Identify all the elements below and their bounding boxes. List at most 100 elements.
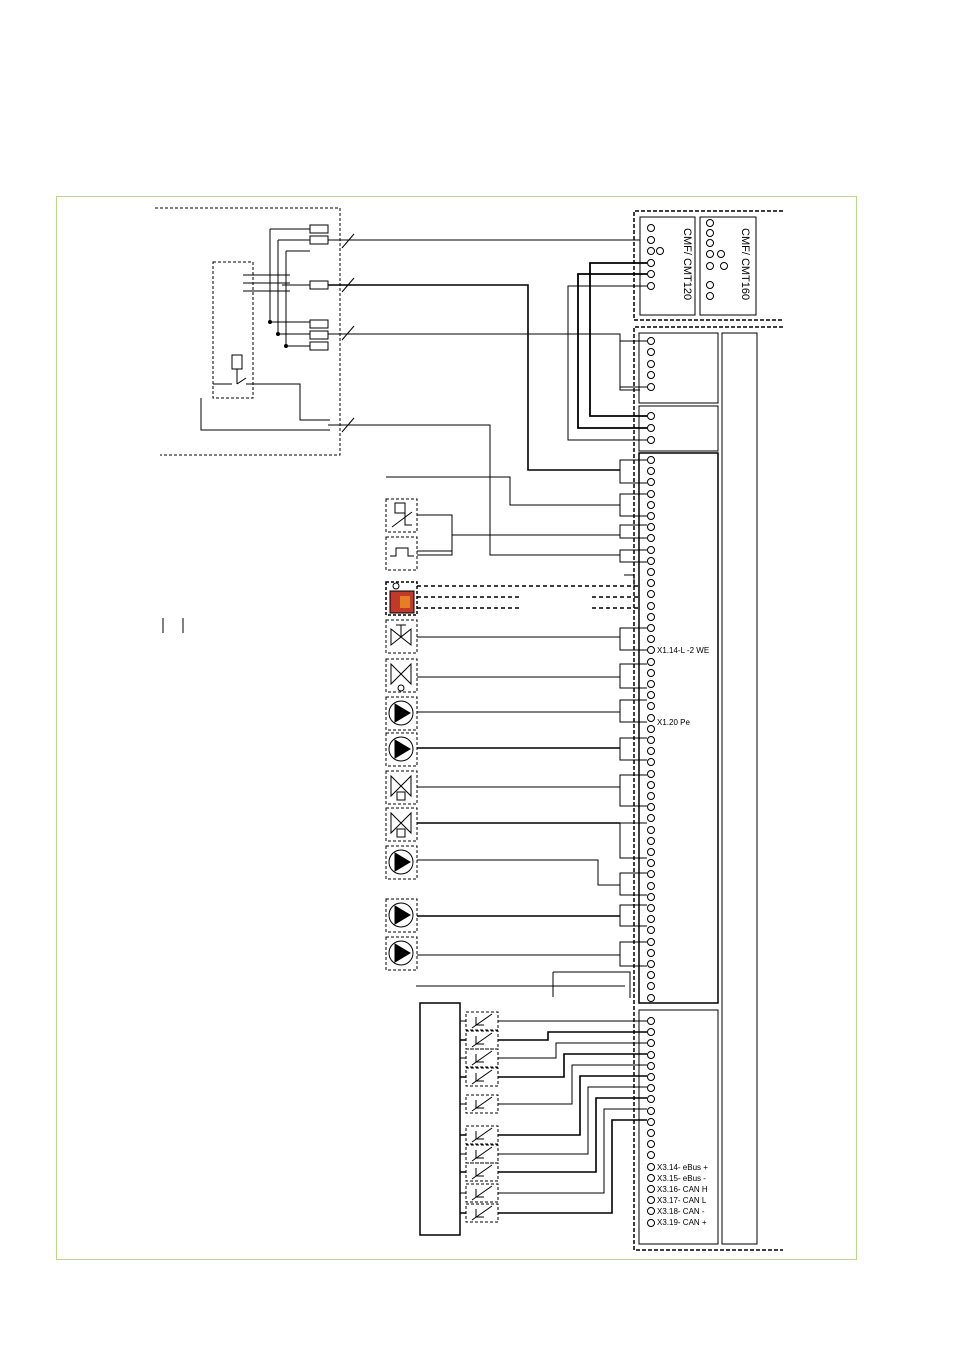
terminal-screw (647, 691, 655, 699)
terminal-screw (647, 383, 655, 391)
component-icons (162, 498, 640, 998)
terminal-screw (647, 512, 655, 520)
heater-element-icon (385, 581, 418, 616)
three-way-valve-icon (385, 658, 418, 693)
terminal-screw (647, 456, 655, 464)
terminal-bracket (619, 822, 647, 859)
terminal-screw (647, 1017, 655, 1025)
terminal-screw (647, 680, 655, 688)
terminal-x3-18-label: X3.18- CAN - (657, 1207, 705, 1216)
sensor-wire (460, 1075, 647, 1136)
sensor-wire (460, 1064, 647, 1105)
terminal-x3-14-label: X3.14- eBus + (657, 1163, 708, 1172)
terminal-bracket (619, 493, 647, 517)
terminal-screw (647, 702, 655, 710)
terminal-screw (647, 926, 655, 934)
terminal-screw (647, 747, 655, 755)
cmf-modules (567, 210, 783, 441)
sensor-symbol (471, 1146, 493, 1162)
sensor-wire (460, 1042, 647, 1059)
terminal-screw (647, 579, 655, 587)
terminal-screw (647, 971, 655, 979)
terminal-screw (647, 781, 655, 789)
diagram-frame (56, 196, 857, 1260)
terminal-screw (647, 758, 655, 766)
supply-lines (328, 239, 640, 556)
terminal-x3-16-label: X3.16- CAN H (657, 1185, 708, 1194)
terminal-screw (647, 915, 655, 923)
terminal-screw (647, 770, 655, 778)
sensor-wire (460, 1097, 647, 1173)
terminal-screw (647, 1062, 655, 1070)
terminal-screw (647, 658, 655, 666)
terminal-screw (647, 1207, 655, 1215)
terminal-screw (647, 424, 655, 432)
terminal-x3-19-label: X3.19- CAN + (657, 1218, 707, 1227)
controller-panel (633, 326, 783, 1251)
terminal-screw (647, 1151, 655, 1159)
terminal-screw (647, 602, 655, 610)
terminal-screw (647, 1118, 655, 1126)
terminal-screw (647, 590, 655, 598)
terminal-screw (647, 982, 655, 990)
cmf-120-label: CMF/ CMT120 (681, 228, 693, 300)
terminal-screw (647, 557, 655, 565)
fuse-box (155, 207, 355, 456)
terminal-bracket (619, 524, 647, 539)
three-way-valve-icon (385, 619, 418, 654)
sensor-symbol (471, 1185, 493, 1201)
terminal-x3-17-label: X3.17- CAN L (657, 1196, 707, 1205)
terminal-screw (647, 848, 655, 856)
terminal-bracket (619, 549, 647, 563)
terminal-screw (647, 1185, 655, 1193)
terminal-screw (647, 1095, 655, 1103)
sensor-wire (460, 1119, 647, 1214)
three-way-valve-icon (385, 770, 418, 805)
sensor-symbol (471, 1069, 493, 1085)
terminal-screw (647, 501, 655, 509)
terminal-screw (647, 337, 655, 345)
terminal-screw (647, 467, 655, 475)
sensor-symbol (471, 1205, 493, 1221)
pump-icon (385, 732, 418, 767)
sensor-group (460, 1011, 647, 1223)
terminal-screw (647, 669, 655, 677)
terminal-screw (647, 725, 655, 733)
terminal-screw (647, 714, 655, 722)
sensor-wire (460, 1086, 647, 1155)
terminal-screw (647, 348, 655, 356)
sensor-symbol (471, 1164, 493, 1180)
terminal-screw (647, 893, 655, 901)
terminal-screw (647, 938, 655, 946)
sensor-wire (460, 1031, 647, 1041)
terminal-screw (647, 904, 655, 912)
terminal-screw (647, 736, 655, 744)
sensor-wire (460, 1053, 647, 1078)
terminal-screw (647, 436, 655, 444)
terminal-block (619, 337, 655, 1227)
terminal-screw (647, 1039, 655, 1047)
terminal-screw (647, 949, 655, 957)
pump-icon (385, 696, 418, 731)
terminal-screw (647, 882, 655, 890)
terminal-screw (647, 635, 655, 643)
terminal-screw (647, 994, 655, 1002)
terminal-screw (647, 1028, 655, 1036)
terminal-screw (647, 412, 655, 420)
terminal-screw (647, 1196, 655, 1204)
terminal-screw (647, 613, 655, 621)
terminal-screw (647, 546, 655, 554)
sensor-symbol (471, 1032, 493, 1048)
cmf-160-label: CMF/ CMT160 (739, 228, 751, 300)
sensor-symbol (471, 1013, 493, 1029)
terminal-bracket (619, 663, 647, 689)
terminal-screw (647, 523, 655, 531)
terminal-screw (647, 837, 655, 845)
pump-icon (385, 845, 418, 880)
terminal-screw (647, 624, 655, 632)
terminal-screw (647, 490, 655, 498)
sensor-bank (419, 1002, 461, 1236)
terminal-x3-15-label: X3.15- eBus - (657, 1174, 706, 1183)
terminal-screw (647, 568, 655, 576)
terminal-screw (647, 1219, 655, 1227)
